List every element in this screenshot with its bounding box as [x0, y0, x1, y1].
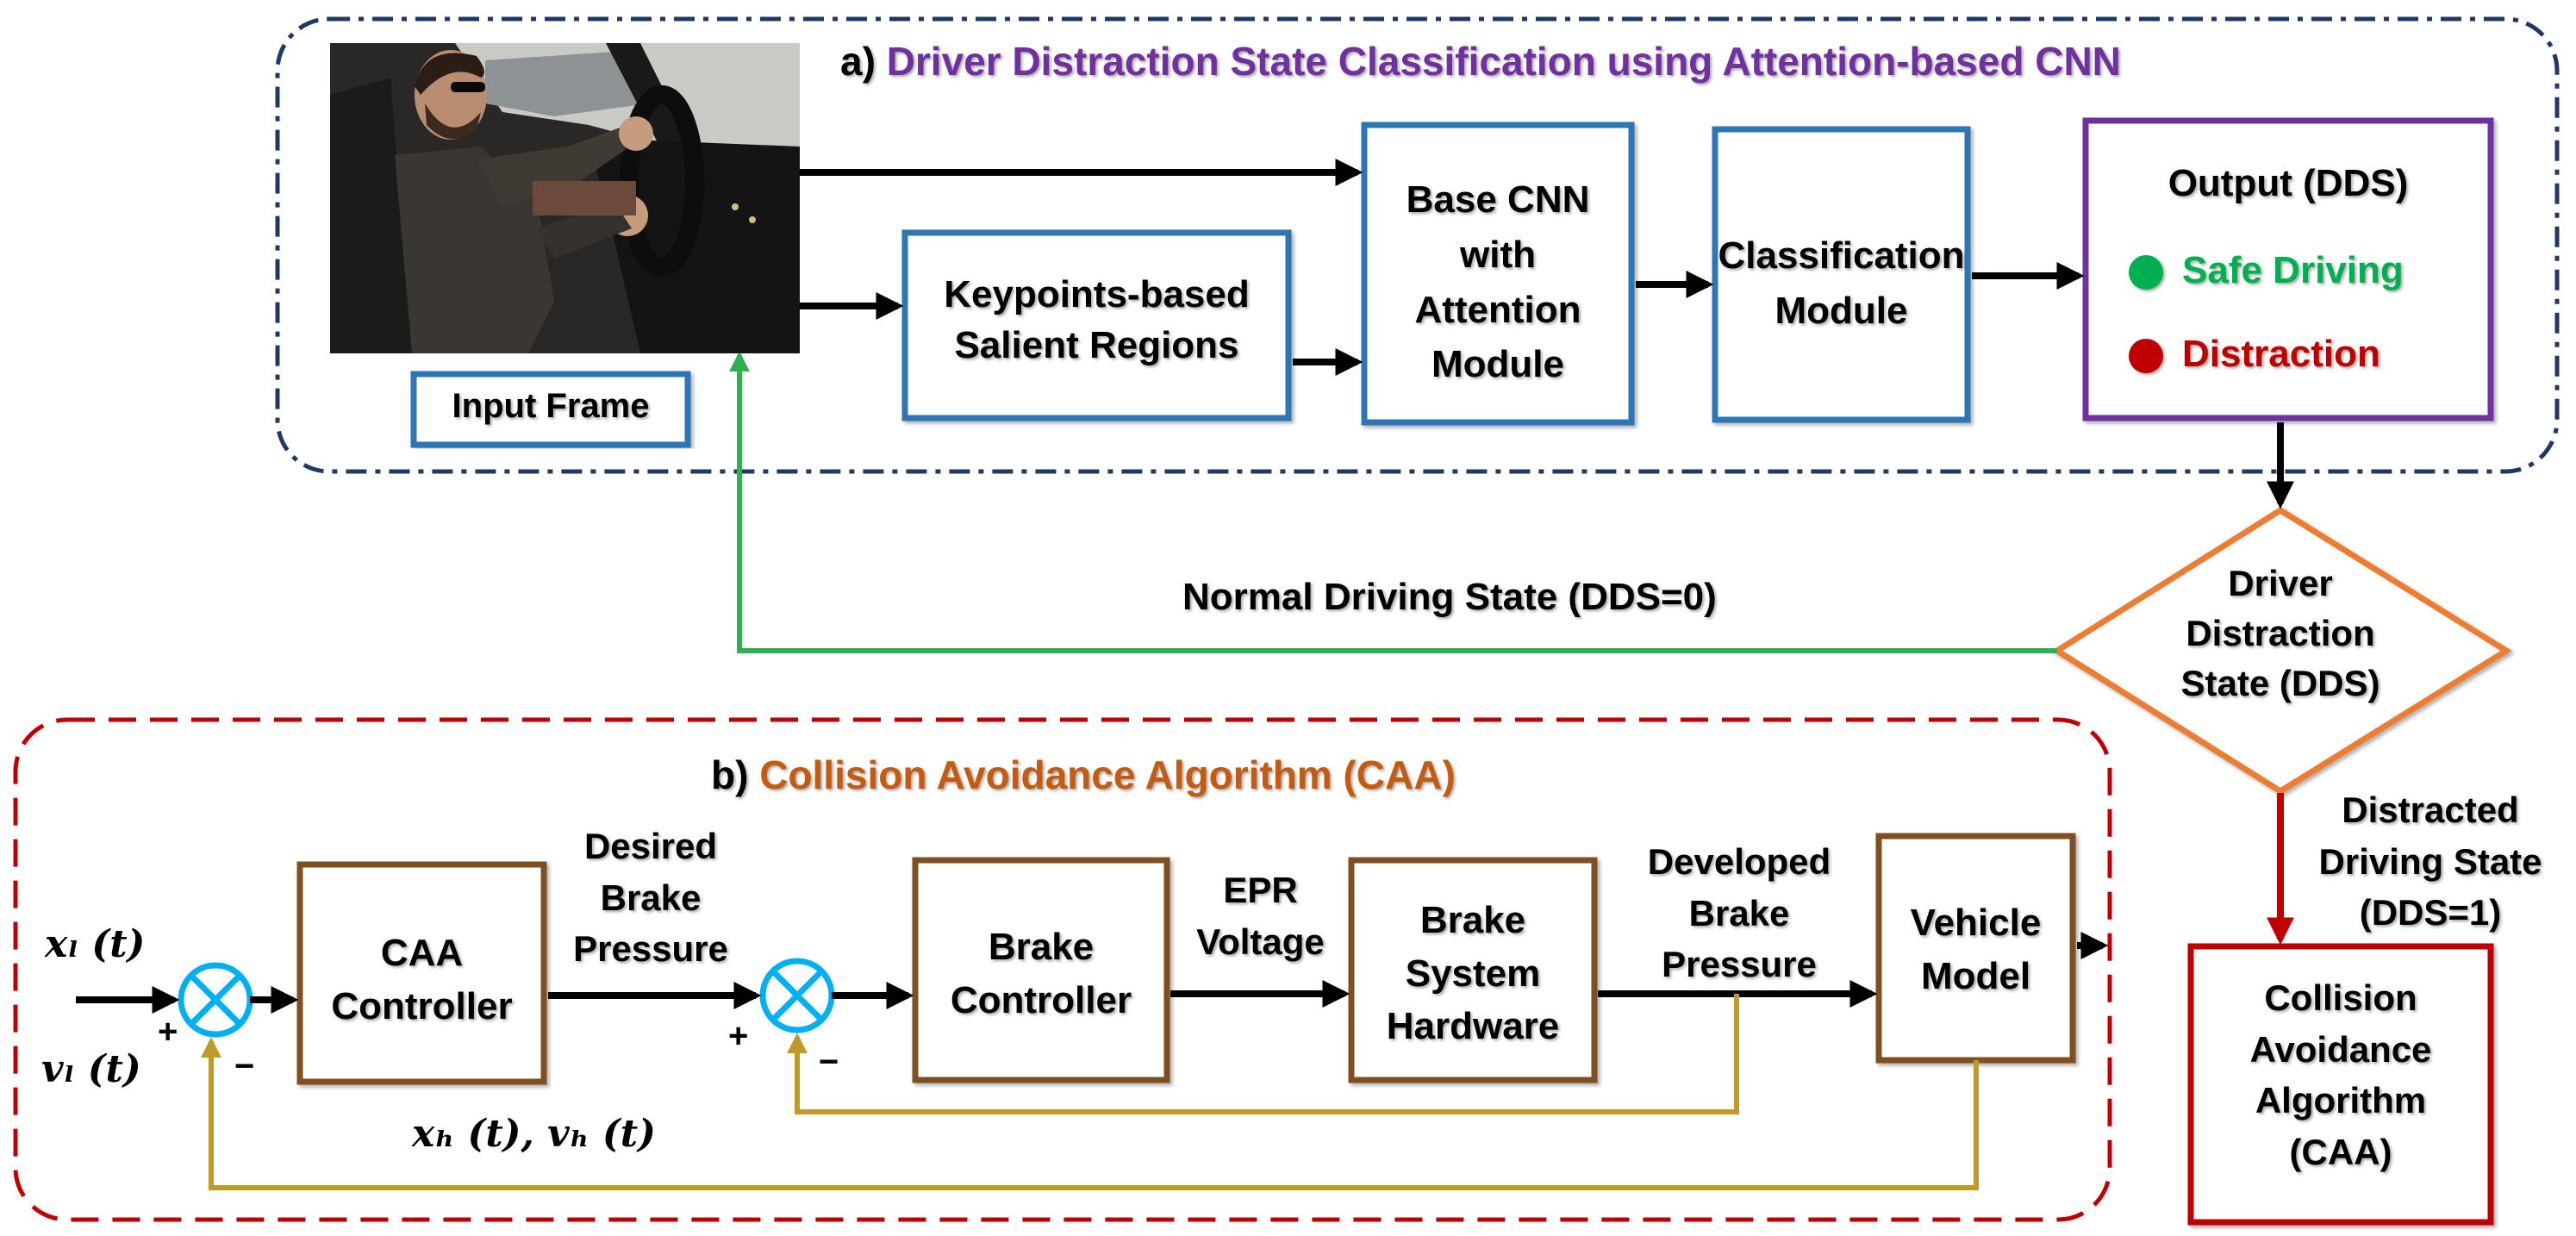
developed-pressure-feedback-line	[787, 994, 1739, 1114]
junction1-minus: −	[234, 1047, 255, 1085]
base-cnn-label: Base CNN with Attention Module	[1406, 178, 1590, 386]
dash-light	[749, 216, 756, 223]
junction-cross-b	[770, 969, 824, 1022]
junction-cross-b	[189, 973, 242, 1027]
brake-controller-label: Brake Controller	[950, 926, 1132, 1021]
brake-hardware-box	[1348, 857, 1598, 1083]
section-a-title: a) Driver Distraction State Classificati…	[840, 38, 2121, 84]
section-a-frame	[275, 16, 2560, 474]
dash-light	[732, 203, 739, 210]
normal-state-feedback-line	[729, 351, 2057, 653]
keypoints-box	[901, 229, 1292, 421]
epr-voltage-label: EPR Voltage	[1196, 870, 1325, 962]
dashboard	[589, 138, 800, 353]
vehicle-model-label: Vehicle Model	[1910, 902, 2042, 997]
distraction-label: Distraction	[2182, 333, 2380, 375]
dds-diamond-label: Driver Distraction State (DDS)	[2180, 563, 2380, 703]
summing-junction-1	[178, 962, 253, 1038]
vl-input-label: vₗ (t)	[41, 1047, 141, 1091]
safe-driving-label: Safe Driving	[2182, 249, 2404, 291]
section-a-prefix: a)	[840, 39, 876, 84]
driver-arm	[477, 125, 636, 207]
dds-diamond	[2051, 506, 2512, 796]
driver-photo	[330, 43, 800, 353]
seat	[330, 78, 412, 353]
driver-photo-illustration	[330, 43, 800, 353]
summing-junction-2	[759, 958, 835, 1033]
distraction-item: Distraction	[2129, 332, 2380, 377]
section-b-prefix: b)	[711, 752, 749, 797]
car-outside	[485, 52, 649, 116]
input-frame-label: Input Frame	[452, 387, 650, 425]
driver-hair	[415, 53, 484, 95]
lower-dash	[533, 181, 636, 215]
section-b-title: b) Collision Avoidance Algorithm (CAA)	[711, 752, 1456, 798]
safe-driving-item: Safe Driving	[2129, 248, 2404, 293]
distracted-state-label: Distracted Driving State (DDS=1)	[2318, 790, 2542, 933]
junction2-plus: +	[728, 1017, 749, 1055]
caa-controller-box	[296, 861, 547, 1085]
distraction-dot-icon	[2129, 339, 2163, 374]
junction2-minus: −	[819, 1043, 839, 1081]
brake-hardware-label: Brake System Hardware	[1386, 899, 1560, 1048]
developed-pressure-label: Developed Brake Pressure	[1647, 841, 1831, 985]
sunglasses	[451, 82, 485, 92]
section-a-title-text: Driver Distraction State Classification …	[886, 39, 2121, 84]
caa-controller-label: CAA Controller	[331, 932, 513, 1027]
vehicle-state-feedback-line	[201, 1037, 1979, 1190]
normal-state-label: Normal Driving State (DDS=0)	[1182, 576, 1717, 618]
xl-input-label: xₗ (t)	[45, 922, 146, 966]
junction1-plus: +	[158, 1013, 178, 1051]
section-b-frame	[13, 717, 2112, 1222]
desired-pressure-label: Desired Brake Pressure	[573, 826, 728, 970]
safe-dot-icon	[2129, 255, 2163, 290]
caa-final-label: Collision Avoidance Algorithm (CAA)	[2249, 977, 2432, 1172]
classification-box	[1712, 126, 1971, 423]
caa-final-box	[2187, 943, 2494, 1226]
input-frame-box	[410, 371, 691, 448]
classification-label: Classification Module	[1718, 234, 1965, 332]
section-b-title-text: Collision Avoidance Algorithm (CAA)	[759, 752, 1456, 797]
output-title: Output (DDS)	[2167, 162, 2409, 204]
keypoints-label: Keypoints-based Salient Regions	[944, 273, 1250, 367]
brake-controller-box	[912, 857, 1170, 1083]
driver-forearm	[537, 203, 632, 259]
xh-vh-feedback-label: xₕ (t), vₕ (t)	[412, 1112, 656, 1156]
base-cnn-box	[1361, 122, 1635, 426]
driver-beard	[425, 103, 481, 140]
driver-hand	[619, 116, 653, 151]
